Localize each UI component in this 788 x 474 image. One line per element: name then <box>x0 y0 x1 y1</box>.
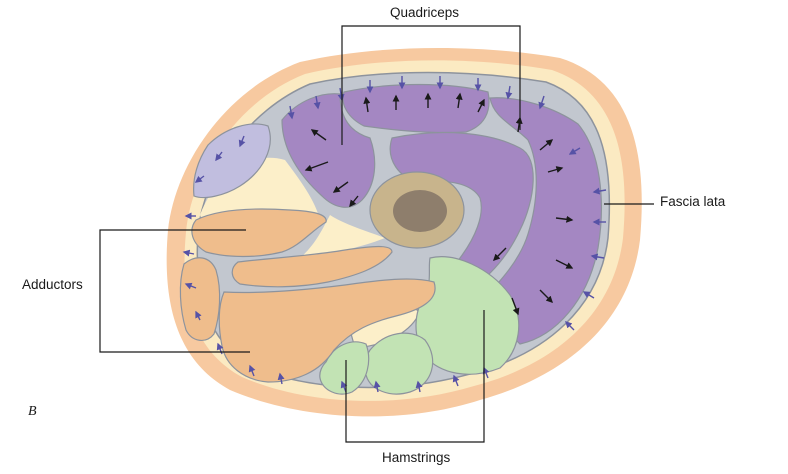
adductor-brevis-muscle <box>231 245 393 288</box>
adductors-bracket <box>99 229 250 353</box>
panel-label: B <box>28 404 37 419</box>
label-leader-lines <box>99 25 654 443</box>
fascia-pressure-arrows <box>182 76 607 393</box>
hamstrings-bracket <box>345 310 485 443</box>
hamstrings-label: Hamstrings <box>382 450 451 465</box>
quadriceps-bracket <box>341 25 521 145</box>
medial-compartment <box>193 123 271 199</box>
muscle-pressure-arrows <box>304 92 574 316</box>
adductors-label: Adductors <box>22 277 83 292</box>
fascia-lata-label: Fascia lata <box>660 194 726 209</box>
central-fat-region <box>300 215 385 258</box>
quadriceps-label: Quadriceps <box>390 5 460 20</box>
semitendinosus-muscle <box>319 341 370 395</box>
vastus-medialis-muscle <box>281 93 376 208</box>
gracilis-muscle <box>179 257 221 341</box>
vastus-intermedius-rectus-muscle <box>342 83 490 134</box>
femur-marrow <box>393 190 447 232</box>
adductor-longus-muscle <box>191 208 327 258</box>
adductor-magnus-muscle <box>218 278 436 383</box>
